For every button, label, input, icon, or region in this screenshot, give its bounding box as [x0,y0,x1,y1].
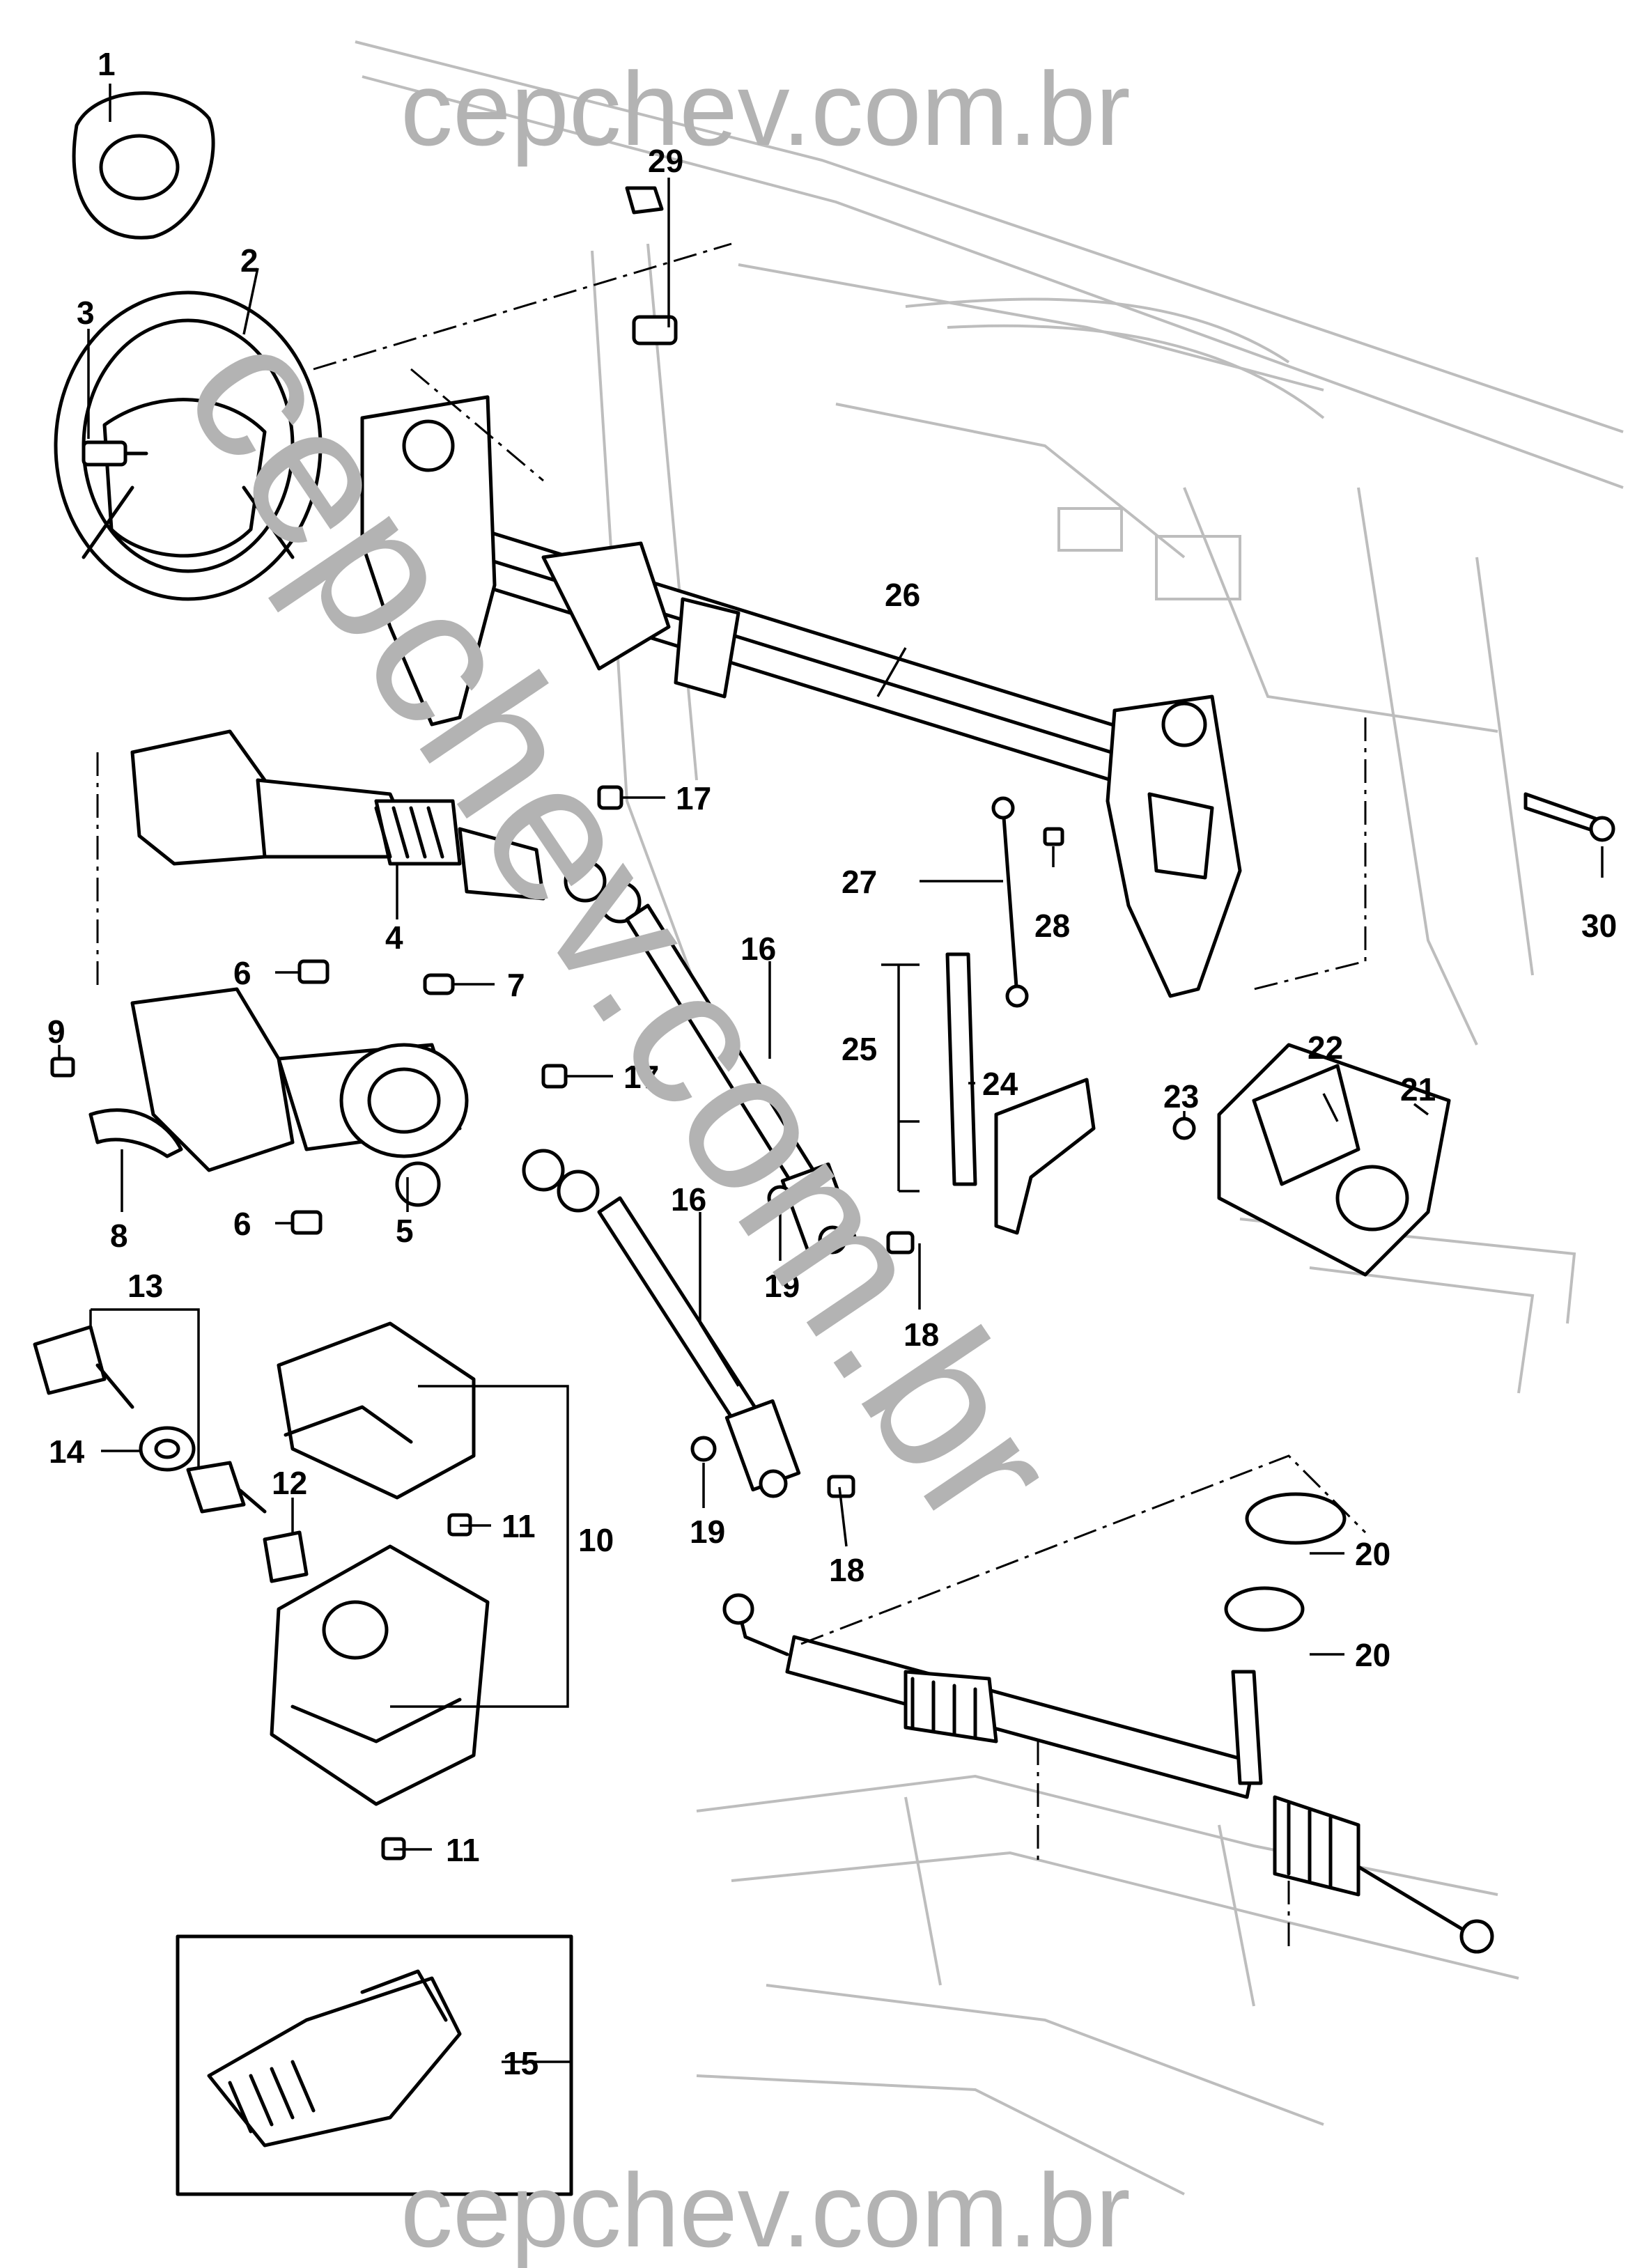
callout-22: 22 [1308,1030,1343,1066]
callout-16a: 16 [740,931,776,967]
adjust-handle [88,1108,183,1158]
airbag-module [72,91,215,240]
support-rod [991,796,1029,1008]
steering-rack [722,1492,1494,1954]
callout-12: 12 [272,1465,307,1501]
callout-6a: 6 [233,955,251,991]
callout-19b: 19 [690,1514,725,1550]
callout-11b: 11 [446,1832,480,1868]
callout-30: 30 [1581,908,1617,944]
inset-box [176,1934,573,2196]
callout-2: 2 [240,242,258,279]
callout-28: 28 [1034,908,1070,944]
ignition-connector [263,1530,309,1583]
callout-16b: 16 [671,1181,706,1218]
column-cover-upper [277,1321,476,1500]
callout-labels: 1 2 3 4 5 6 6 7 8 9 10 11 11 12 13 14 15… [47,46,1617,2081]
callout-26: 26 [885,577,920,613]
steering-wheel-bolt [82,440,148,467]
callout-5: 5 [396,1213,414,1249]
phantom-lines [96,242,1367,1950]
steering-column-lower [130,987,600,1213]
watermark-bottom: cepchev.com.br [401,2152,1131,2268]
callout-20b: 20 [1355,1637,1390,1673]
callout-20a: 20 [1355,1536,1390,1572]
steering-wheel [54,290,323,601]
callout-24: 24 [982,1066,1018,1102]
callout-11a: 11 [502,1508,536,1544]
callout-23: 23 [1163,1078,1199,1114]
lock-ring [139,1426,196,1472]
ignition-key [33,1325,134,1409]
intermediate-shaft-upper [625,903,857,1255]
callout-1: 1 [98,46,116,82]
watermark-top: cepchev.com.br [401,50,1131,167]
lock-cylinder [186,1461,267,1514]
callout-15: 15 [503,2045,538,2081]
callout-4: 4 [385,919,403,956]
callout-19a: 19 [764,1268,800,1304]
callout-9: 9 [47,1013,65,1050]
callout-29: 29 [648,143,683,179]
knee-panel [1217,1043,1451,1277]
callout-14: 14 [49,1434,85,1470]
callout-21: 21 [1400,1071,1436,1108]
callout-27: 27 [842,864,877,900]
leader-lines [58,84,1604,2063]
callout-18b: 18 [829,1552,864,1588]
callout-13: 13 [127,1268,163,1304]
callout-6b: 6 [233,1206,251,1242]
column-cover-lower [270,1544,490,1806]
callout-18a: 18 [904,1316,939,1353]
callout-17a: 17 [676,780,711,816]
support-bracket [945,952,1096,1235]
callout-17b: 17 [623,1059,659,1095]
callout-3: 3 [77,295,95,331]
callout-7: 7 [507,967,525,1003]
callout-25: 25 [842,1031,877,1067]
steering-column-upper [130,729,642,924]
callout-10: 10 [578,1522,614,1558]
cross-car-beam [360,395,1242,998]
intermediate-shaft-lower [597,1196,801,1498]
callout-8: 8 [110,1218,128,1254]
